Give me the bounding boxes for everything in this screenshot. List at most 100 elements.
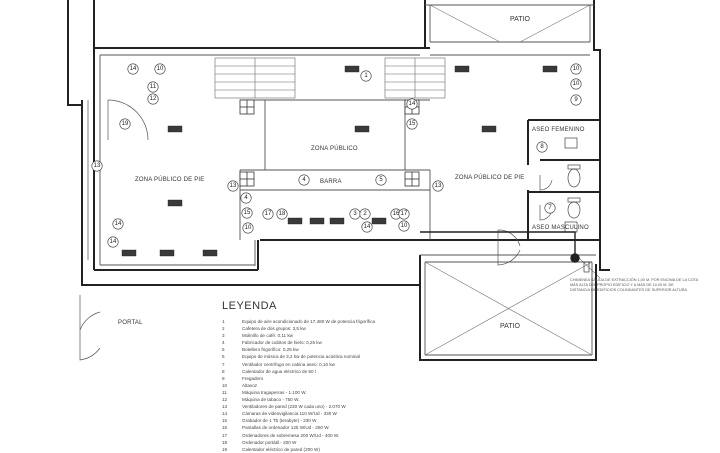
callout-7: 7	[544, 202, 556, 214]
legend-item-number: 10	[222, 382, 228, 388]
callout-number: 8	[540, 144, 544, 150]
legend-item-text: Ordenadores de sobremesa 200 W/Ud - 400 …	[242, 432, 340, 438]
callout-number: 14	[130, 66, 137, 72]
legend-item-number: 5	[222, 347, 225, 353]
callout-19: 19	[119, 118, 131, 130]
callout-number: 4	[302, 177, 306, 183]
legend-item-text: Ordenador portátil - 200 W	[242, 439, 297, 445]
legend-item-text: Botellero frigorífico: 0,25 kw	[242, 347, 299, 353]
legend-item: 10 Altavoz	[222, 382, 472, 389]
legend-item-text: Calentador de agua eléctrico de 50 l	[242, 368, 316, 374]
note-line: MÁS ALTA DEL PROPIO EDIFICIO Y A MÁS DE …	[570, 283, 674, 288]
callout-10: 10	[154, 63, 166, 75]
callout-circle	[298, 174, 310, 186]
callout-circle	[406, 118, 418, 130]
legend-item-number: 12	[222, 397, 228, 403]
callout-number: 18	[279, 211, 286, 217]
callout-number: 14	[110, 239, 117, 245]
legend-item: 2 Cafetera de dos grupos: 3,5 kw	[222, 325, 472, 332]
callout-number: 13	[94, 163, 101, 169]
legend-item-text: Ventiladores de pared (230 W cada uno) -…	[242, 404, 346, 410]
legend-item-text: Pantallas de ordenador 125 W/Ud - 250 W.	[242, 425, 330, 431]
callout-circle	[544, 202, 556, 214]
callout-circle	[147, 81, 159, 93]
legend-item-number: 2	[222, 326, 225, 332]
callout-number: 4	[244, 195, 248, 201]
callout-number: 10	[401, 223, 408, 229]
legend-item-text: Fregadero	[242, 375, 264, 381]
legend-item-text: Altavoz	[242, 382, 258, 388]
extraction-duct	[420, 231, 601, 279]
callout-number: 14	[115, 221, 122, 227]
callout-14: 14	[127, 63, 139, 75]
callout-circle	[147, 93, 159, 105]
label-aseo-masc: ASEO MASCULINO	[532, 225, 589, 231]
callout-number: 17	[265, 211, 272, 217]
stairs	[214, 57, 446, 99]
callout-13: 13	[227, 180, 239, 192]
callout-circle	[119, 118, 131, 130]
legend-item: 13 Ventiladores de pared (230 W cada uno)…	[222, 403, 472, 410]
callout-circle	[398, 220, 410, 232]
legend-item-number: 11	[222, 389, 227, 395]
label-portal: PORTAL	[118, 320, 143, 326]
callout-circle	[359, 208, 371, 220]
legend-item-number: 13	[222, 404, 228, 410]
callout-number: 5	[379, 177, 383, 183]
ac-units	[121, 65, 558, 257]
callout-10: 10	[398, 220, 410, 232]
legend-item-number: 15	[222, 418, 228, 424]
legend-item-text: Ventilador centrífugo en cabina aseo: 0,…	[242, 361, 335, 367]
patio-diagonals	[424, 4, 593, 356]
label-zona-left: ZONA PÚBLICO DE PIE	[135, 176, 204, 183]
callout-circle	[432, 180, 444, 192]
callout-number: 2	[363, 211, 367, 217]
callout-14: 14	[361, 221, 373, 233]
label-aseo-fem: ASEO FEMENINO	[532, 127, 585, 133]
callout-14: 14	[107, 236, 119, 248]
legend-item-text: Cafetera de dos grupos: 3,5 kw	[242, 326, 306, 332]
legend-item-text: Cámaras de videovigilancia 110 W/Ud - 33…	[242, 411, 337, 417]
legend-item-text: Calentador eléctrico de pared (200 W)	[242, 446, 320, 452]
callout-number: 11	[150, 84, 157, 90]
legend-item-text: Molinillo de café: 0,11 kw	[242, 333, 293, 339]
callout-18: 18	[276, 208, 288, 220]
callout-number: 10	[573, 66, 580, 72]
callout-10: 10	[570, 63, 582, 75]
callout-number: 12	[150, 96, 157, 102]
columns	[239, 99, 420, 187]
toilets	[564, 137, 581, 233]
label-zona-right: ZONA PÚBLICO DE PIE	[455, 174, 524, 181]
legend-item-number: 18	[222, 439, 228, 445]
callout-circle	[154, 63, 166, 75]
legend-item-text: Máquina tragaperras - 1.100 W.	[242, 389, 307, 395]
callout-circle	[360, 70, 372, 82]
callout-number: 14	[364, 224, 371, 230]
callout-17: 17	[398, 208, 410, 220]
callout-circle	[107, 236, 119, 248]
legend-item-number: 3	[222, 333, 225, 339]
callout-circle	[242, 222, 254, 234]
legend-item-text: Fabricador de cubitos de hielo: 0,25 kw	[242, 340, 322, 346]
callout-4: 4	[298, 174, 310, 186]
callout-number: 9	[574, 97, 578, 103]
callout-circle	[398, 208, 410, 220]
callout-circle	[240, 192, 252, 204]
legend-item: 11 Máquina tragaperras - 1.100 W.	[222, 389, 472, 396]
callout-4: 4	[240, 192, 252, 204]
legend-item-number: 6	[222, 354, 225, 360]
callout-3: 3	[349, 208, 361, 220]
doors	[79, 99, 553, 361]
callout-circle	[91, 160, 103, 172]
